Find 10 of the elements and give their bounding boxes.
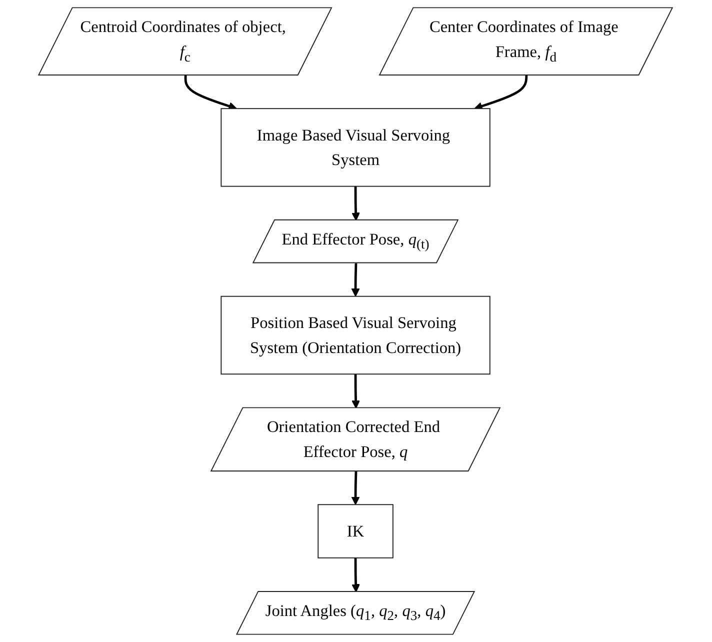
arrow	[184, 75, 238, 110]
arrow	[352, 263, 360, 297]
node-box: Image Based Visual Servoing System	[221, 108, 491, 187]
arrow	[474, 75, 528, 110]
arrow	[352, 374, 360, 409]
arrow	[352, 186, 360, 221]
arrow	[352, 558, 360, 592]
node-box: IK	[318, 504, 394, 558]
arrow	[352, 471, 360, 505]
node-box: Position Based Visual Servoing System (Orientation Correction)	[221, 296, 491, 375]
